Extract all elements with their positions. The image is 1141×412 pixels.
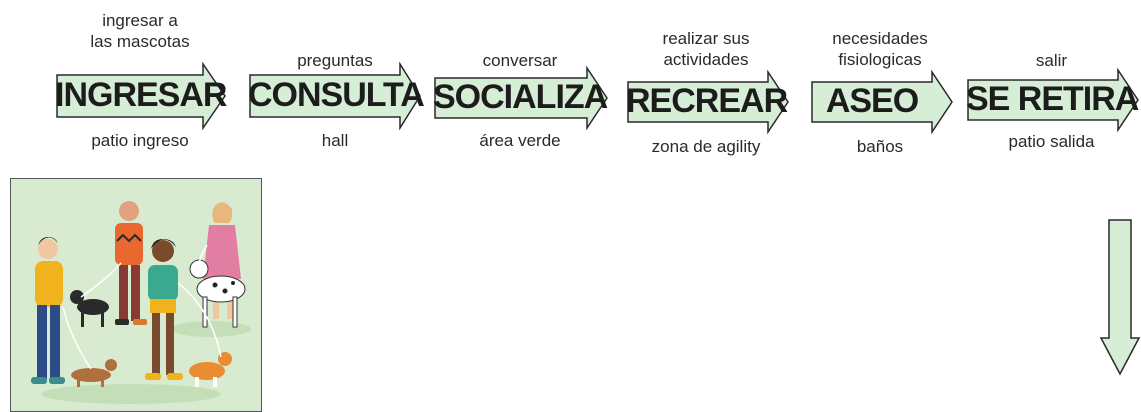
step-socializa: conversar SOCIALIZA área verde: [430, 0, 610, 160]
step-se-retira: salir SE RETIRA patio salida: [962, 0, 1141, 160]
flow-arrow: INGRESAR: [55, 62, 227, 130]
flow-arrow: SE RETIRA: [966, 68, 1140, 132]
step-location-label: hall: [321, 131, 349, 150]
step-title: INGRESAR: [55, 76, 227, 114]
step-location-label: patio salida: [1008, 132, 1095, 151]
person-yellow-sweater-icon: [31, 237, 65, 384]
right-arrow-icon: [811, 70, 953, 134]
step-location-label: patio ingreso: [91, 131, 189, 150]
step-title: ASEO: [825, 82, 919, 120]
right-arrow-icon: [56, 62, 226, 130]
step-activity-label: ingresar a las mascotas: [90, 11, 190, 51]
step-activity-label: necesidades fisiologicas: [832, 29, 928, 69]
step-title: SE RETIRA: [966, 80, 1139, 118]
step-title: RECREAR: [626, 82, 788, 120]
step-title: CONSULTA: [248, 76, 425, 114]
step-title: SOCIALIZA: [433, 78, 608, 116]
right-arrow-icon: [967, 68, 1139, 132]
step-consulta: preguntas CONSULTA hall: [245, 0, 425, 160]
person-orange-shirt-icon: [115, 201, 147, 325]
dalmatian-dog-icon: [189, 259, 246, 328]
dachshund-dog-icon: [71, 359, 117, 387]
flow-arrow: CONSULTA: [248, 62, 425, 130]
black-dog-icon: [70, 290, 109, 327]
step-location-label: zona de agility: [651, 137, 761, 156]
person-green-shirt-icon: [145, 239, 183, 380]
flow-arrow: SOCIALIZA: [433, 66, 609, 130]
step-activity-label: conversar: [482, 51, 558, 70]
flow-arrow: ASEO: [810, 70, 954, 134]
step-activity-label: preguntas: [297, 51, 373, 70]
people-walking-dogs-icon: [10, 178, 262, 412]
step-recrear: realizar sus actividades RECREAR zona de…: [618, 0, 794, 160]
right-arrow-icon: [627, 70, 789, 134]
step-ingresar: ingresar a las mascotas INGRESAR patio i…: [50, 0, 230, 160]
step-activity-label: salir: [1035, 51, 1068, 70]
right-arrow-icon: [249, 62, 421, 130]
down-arrow-icon: [1099, 218, 1141, 383]
step-location-label: área verde: [479, 131, 561, 150]
step-activity-label: realizar sus actividades: [662, 29, 750, 69]
right-arrow-icon: [434, 66, 608, 130]
step-location-label: baños: [856, 137, 904, 156]
step-aseo: necesidades fisiologicas ASEO baños: [800, 0, 960, 160]
flow-arrow: RECREAR: [626, 70, 790, 134]
corgi-dog-icon: [189, 352, 232, 387]
